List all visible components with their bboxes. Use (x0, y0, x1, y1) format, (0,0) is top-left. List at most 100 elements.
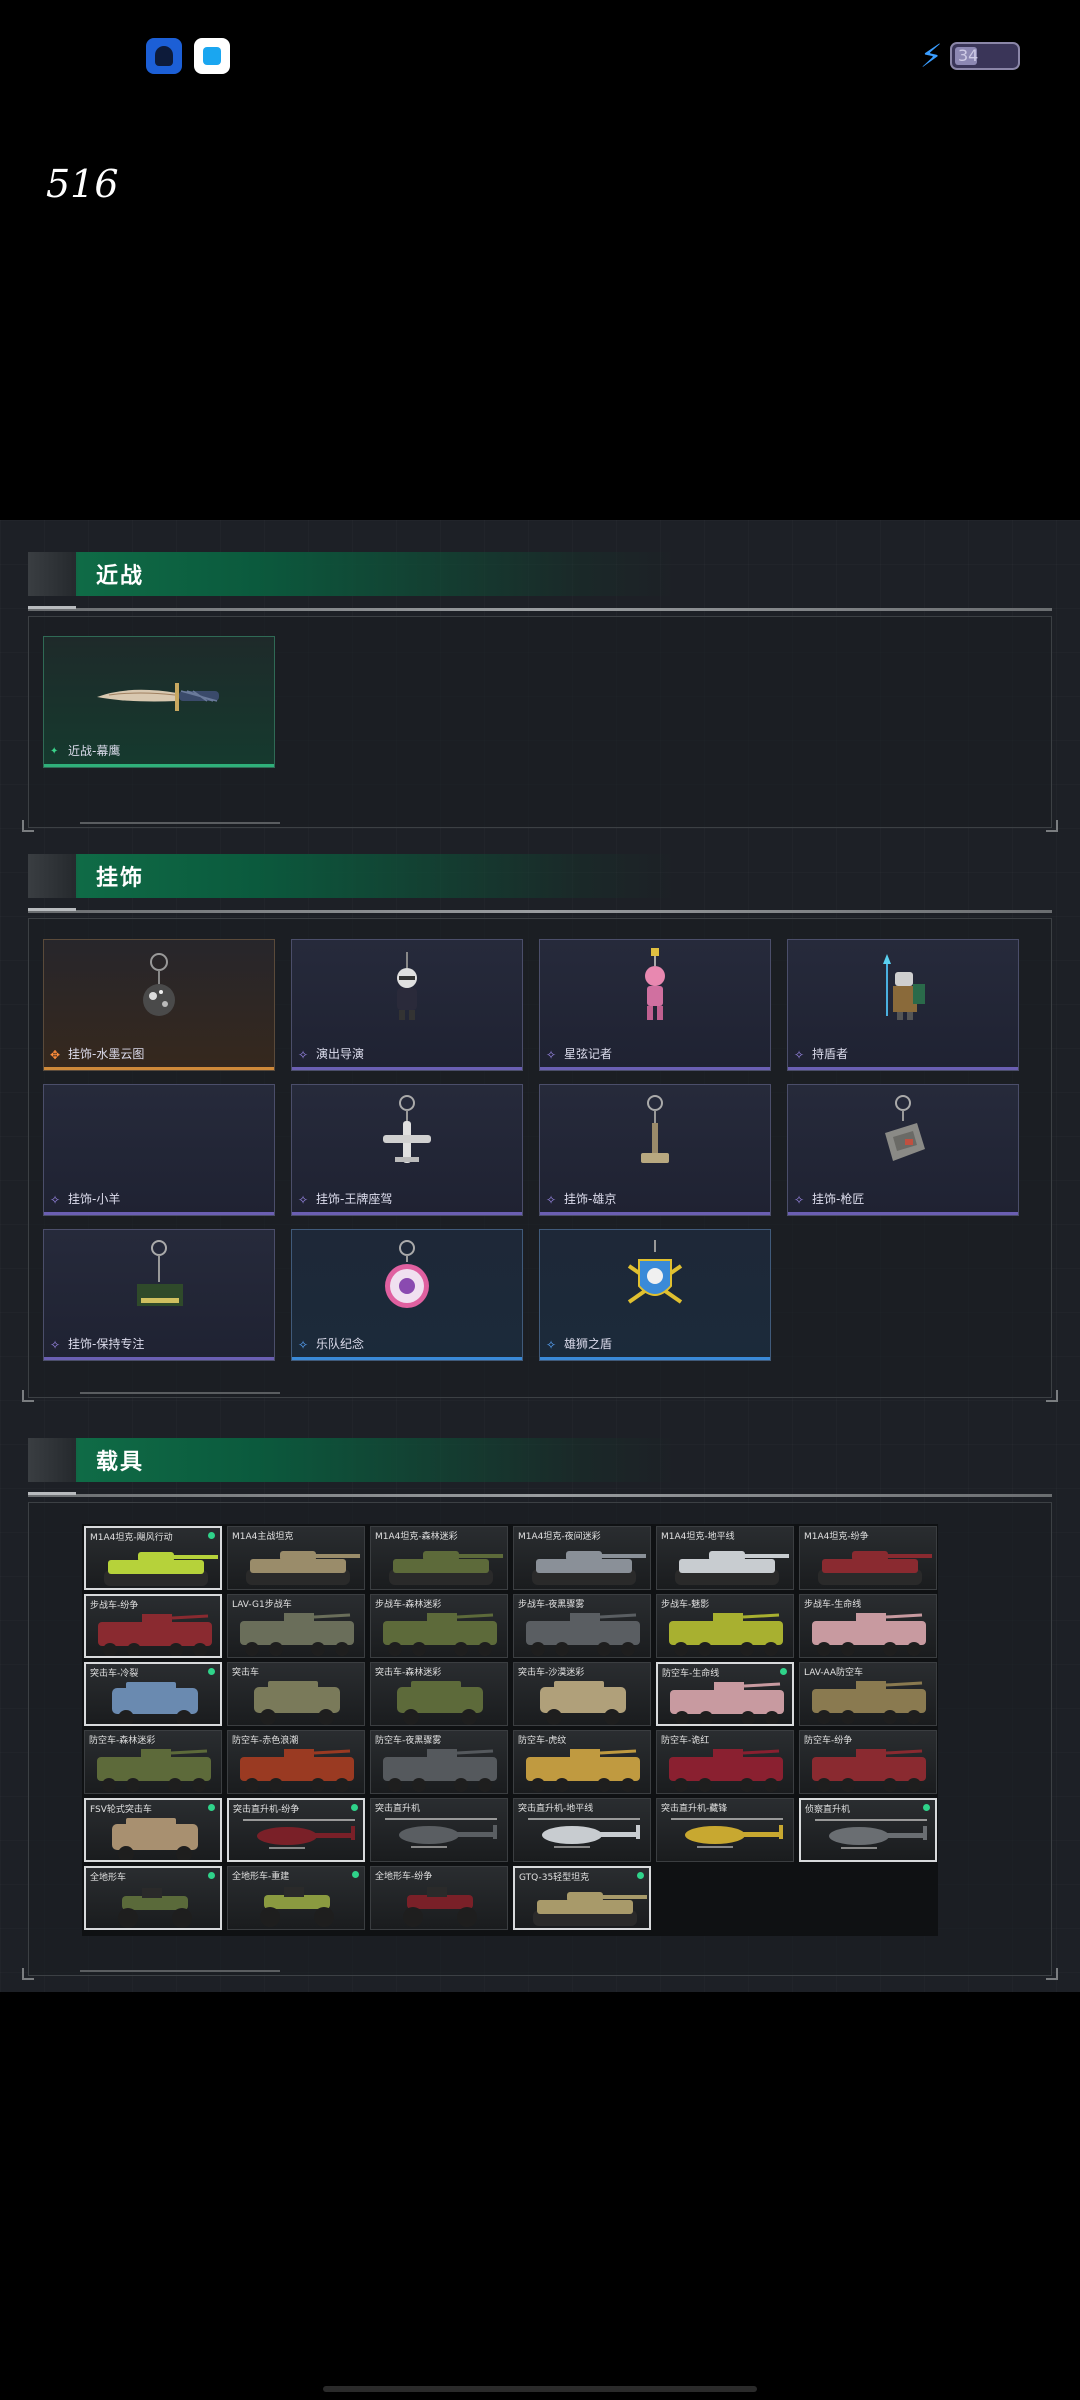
vehicle-icon (812, 1613, 926, 1656)
item-card-charm[interactable]: ✧雄狮之盾 (539, 1229, 771, 1361)
section-title: 挂饰 (96, 866, 145, 891)
vehicle-card[interactable]: M1A4坦克-地平线 (656, 1526, 794, 1590)
charm-icon (385, 1240, 429, 1308)
charm-icon (627, 1240, 683, 1304)
vehicle-label: 全地形车-纷争 (375, 1872, 433, 1882)
vehicle-label: 防空车-生命线 (662, 1669, 720, 1679)
vehicle-card[interactable]: 防空车-生命线 (656, 1662, 794, 1726)
vehicle-card[interactable]: 突击车 (227, 1662, 365, 1726)
vehicle-card[interactable]: 防空车-森林迷彩 (84, 1730, 222, 1794)
vehicle-card[interactable]: 步战车-纷争 (84, 1594, 222, 1658)
vehicle-label: 防空车-森林迷彩 (89, 1736, 156, 1746)
vehicle-label: 步战车-纷争 (90, 1601, 139, 1611)
vehicle-card[interactable]: GTQ-35轻型坦克 (513, 1866, 651, 1930)
rarity-icon: ✦ (50, 746, 59, 757)
vehicle-label: 步战车-夜黑骤雾 (518, 1600, 585, 1610)
app-icon-2 (194, 38, 230, 74)
vehicle-card[interactable]: 突击直升机 (370, 1798, 508, 1862)
vehicle-card[interactable]: 侦察直升机 (799, 1798, 937, 1862)
owned-indicator (637, 1872, 644, 1879)
vehicle-card[interactable]: 突击车-冷裂 (84, 1662, 222, 1726)
vehicle-card[interactable]: 突击车-森林迷彩 (370, 1662, 508, 1726)
vehicle-icon (669, 1749, 783, 1792)
vehicle-card[interactable]: 步战车-魅影 (656, 1594, 794, 1658)
item-label: 雄狮之盾 (564, 1337, 613, 1351)
item-card-charm[interactable]: ✥挂饰-水墨云图 (43, 939, 275, 1071)
vehicle-card[interactable]: 防空车-纷争 (799, 1730, 937, 1794)
vehicle-card[interactable]: M1A4主战坦克 (227, 1526, 365, 1590)
vehicle-card[interactable]: 突击直升机-纷争 (227, 1798, 365, 1862)
vehicle-card[interactable]: 步战车-夜黑骤雾 (513, 1594, 651, 1658)
vehicle-label: 防空车-夜黑骤雾 (375, 1736, 442, 1746)
item-card-charm[interactable]: ✧挂饰-王牌座驾 (291, 1084, 523, 1216)
home-indicator[interactable] (323, 2386, 757, 2392)
item-card-charm[interactable]: ✧挂饰-雄京 (539, 1084, 771, 1216)
item-label: 挂饰-枪匠 (812, 1192, 865, 1206)
vehicle-icon (97, 1749, 211, 1792)
rarity-icon: ✧ (298, 1048, 309, 1062)
charm-icon (883, 954, 925, 1020)
vehicle-icon (533, 1892, 647, 1926)
vehicle-card[interactable]: 全地形车-重建 (227, 1866, 365, 1930)
vehicle-card[interactable]: 防空车-诡红 (656, 1730, 794, 1794)
vehicle-icon (243, 1819, 355, 1849)
vehicle-card[interactable]: 全地形车-纷争 (370, 1866, 508, 1930)
vehicle-card[interactable]: 步战车-森林迷彩 (370, 1594, 508, 1658)
divider (80, 1970, 280, 1972)
owned-indicator (208, 1804, 215, 1811)
item-card-charm[interactable]: ✧星弦记者 (539, 939, 771, 1071)
item-card-charm[interactable]: ✧乐队纪念 (291, 1229, 523, 1361)
app-icon-1 (146, 38, 182, 74)
item-label: 乐队纪念 (316, 1337, 365, 1351)
section-title: 载具 (96, 1450, 145, 1475)
owned-indicator (352, 1871, 359, 1878)
vehicle-card[interactable]: M1A4坦克-森林迷彩 (370, 1526, 508, 1590)
item-card-melee[interactable]: ✦ 近战-幕鹰 (43, 636, 275, 768)
item-card-charm[interactable]: ✧演出导演 (291, 939, 523, 1071)
vehicle-card[interactable]: 步战车-生命线 (799, 1594, 937, 1658)
item-card-charm[interactable]: ✧挂饰-保持专注 (43, 1229, 275, 1361)
vehicle-card[interactable]: 防空车-虎纹 (513, 1730, 651, 1794)
vehicle-icon (670, 1682, 784, 1724)
game-panel: 近战 ✦ 近战-幕鹰 挂饰 ✥挂饰-水墨云图✧演出导演✧星弦记者✧持盾者✧挂饰-… (0, 520, 1080, 1992)
divider (28, 1492, 1052, 1497)
vehicle-icon (812, 1681, 926, 1724)
item-card-charm[interactable]: ✧持盾者 (787, 939, 1019, 1071)
vehicle-card[interactable]: 防空车-夜黑骤雾 (370, 1730, 508, 1794)
vehicle-label: 全地形车 (90, 1873, 127, 1883)
vehicle-card[interactable]: 全地形车 (84, 1866, 222, 1930)
charging-bolt-icon: ⚡ (920, 37, 943, 75)
vehicle-card[interactable]: M1A4坦克-夜间迷彩 (513, 1526, 651, 1590)
vehicle-icon (112, 1818, 198, 1860)
vehicle-card[interactable]: 突击直升机-地平线 (513, 1798, 651, 1862)
item-card-charm[interactable]: ✧挂饰-小羊 (43, 1084, 275, 1216)
vehicle-card[interactable]: M1A4坦克-飓风行动 (84, 1526, 222, 1590)
owned-indicator (208, 1872, 215, 1879)
vehicle-label: 突击车-沙漠迷彩 (518, 1668, 585, 1678)
vehicle-card[interactable]: FSV轮式突击车 (84, 1798, 222, 1862)
vehicle-label: 步战车-生命线 (804, 1600, 862, 1610)
item-card-charm[interactable]: ✧挂饰-枪匠 (787, 1084, 1019, 1216)
vehicle-card[interactable]: M1A4坦克-纷争 (799, 1526, 937, 1590)
item-label: 挂饰-小羊 (68, 1192, 121, 1206)
vehicle-icon (383, 1749, 497, 1792)
charm-icon (397, 952, 417, 1020)
knife-icon (97, 683, 219, 711)
vehicle-icon (98, 1614, 212, 1656)
vehicle-icon (532, 1551, 646, 1585)
charm-icon (143, 953, 175, 1016)
rarity-icon: ✧ (794, 1048, 805, 1062)
vehicle-card[interactable]: LAV-AA防空车 (799, 1662, 937, 1726)
section-header-vehicles: 载具 (28, 1438, 678, 1482)
vehicle-label: 突击直升机-地平线 (518, 1804, 594, 1814)
vehicle-card[interactable]: LAV-G1步战车 (227, 1594, 365, 1658)
vehicle-label: LAV-AA防空车 (804, 1668, 864, 1678)
vehicle-card[interactable]: 突击车-沙漠迷彩 (513, 1662, 651, 1726)
vehicle-icon (526, 1749, 640, 1792)
corner-bracket (22, 1390, 34, 1402)
vehicle-card[interactable]: 防空车-赤色浪潮 (227, 1730, 365, 1794)
vehicle-label: 侦察直升机 (805, 1805, 851, 1815)
vehicle-label: 防空车-虎纹 (518, 1736, 567, 1746)
vehicle-card[interactable]: 突击直升机-藏锋 (656, 1798, 794, 1862)
owned-indicator (208, 1532, 215, 1539)
